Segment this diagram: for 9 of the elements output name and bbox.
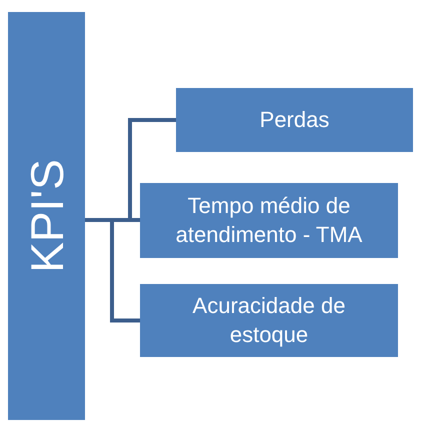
box-text: Tempo médio de atendimento - TMA xyxy=(174,192,364,248)
kpi-box xyxy=(176,88,413,152)
box-text: Acuracidade de estoque xyxy=(192,292,346,349)
title-text: KPI'S xyxy=(24,159,70,273)
kpi-box xyxy=(140,284,398,357)
kpi-box xyxy=(140,183,398,258)
title-bar xyxy=(8,12,85,420)
connector-line xyxy=(85,218,140,322)
box-text: Perdas xyxy=(258,106,330,134)
